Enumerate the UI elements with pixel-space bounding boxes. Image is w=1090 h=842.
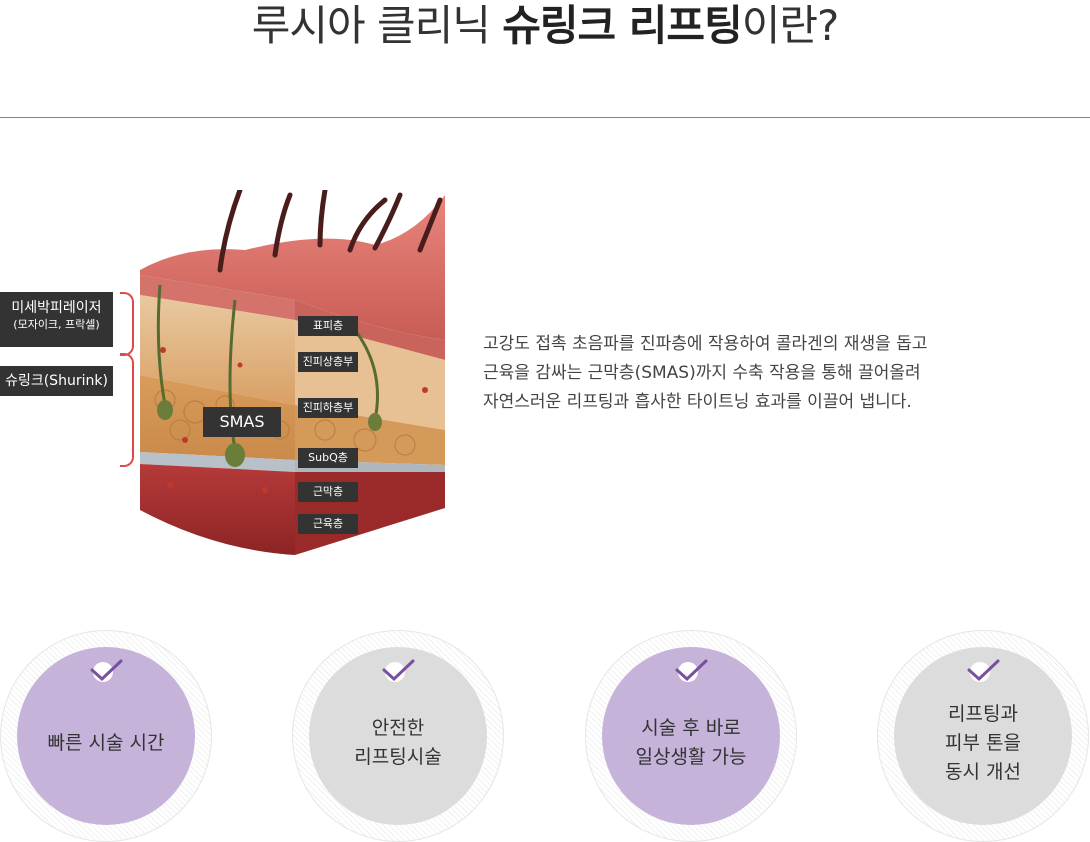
page-title: 루시아 클리닉 슈링크 리프팅이란? bbox=[0, 0, 1090, 52]
title-bold: 슈링크 리프팅 bbox=[502, 1, 742, 50]
layer-tag-text: 진피하층부 bbox=[302, 401, 354, 414]
description: 고강도 접촉 초음파를 진파층에 작용하여 콜라겐의 재생을 돕고 근육을 감싸… bbox=[483, 330, 1043, 417]
check-icon bbox=[967, 659, 1000, 682]
shurink-label: 슈링크(Shurink) bbox=[0, 366, 113, 396]
check-icon bbox=[675, 659, 708, 682]
layer-tag-text: SubQ층 bbox=[308, 451, 348, 464]
layer-tag-subq: SubQ층 bbox=[298, 448, 358, 468]
check-icon bbox=[382, 659, 415, 682]
feature-line: 시술 후 바로 bbox=[641, 717, 741, 739]
feature-line: 동시 개선 bbox=[945, 760, 1021, 783]
feature-circle-fast: 빠른 시술 시간 bbox=[0, 630, 212, 842]
layer-tag-fascia: 근막층 bbox=[298, 482, 358, 502]
title-prefix: 루시아 클리닉 bbox=[251, 1, 503, 50]
smas-label: SMAS bbox=[203, 407, 281, 437]
feature-line: 빠른 시술 시간 bbox=[47, 731, 165, 754]
layer-tag-text: 진피상층부 bbox=[302, 355, 354, 368]
feature-text: 빠른 시술 시간 bbox=[17, 647, 195, 825]
layer-tag-muscle: 근육층 bbox=[298, 514, 358, 534]
description-line: 근육을 감싸는 근막층(SMAS)까지 수축 작용을 통해 끌어올려 bbox=[483, 363, 921, 383]
layer-tag-epidermis: 표피층 bbox=[298, 316, 358, 336]
check-icon bbox=[90, 659, 123, 682]
feature-line: 피부 톤을 bbox=[945, 731, 1021, 754]
layer-tag-text: 근막층 bbox=[312, 485, 344, 498]
layer-tag-text: 근육층 bbox=[312, 517, 344, 530]
description-line: 자연스러운 리프팅과 흡사한 타이트닝 효과를 이끌어 냅니다. bbox=[483, 392, 912, 412]
shurink-bracket bbox=[120, 353, 134, 467]
skin-cross-section-illustration bbox=[140, 190, 445, 555]
feature-line: 안전한 bbox=[371, 717, 425, 739]
layer-tag-upper-dermis: 진피상층부 bbox=[298, 352, 358, 372]
laser-label-sub: (모자이크, 프락셀) bbox=[13, 318, 100, 331]
divider bbox=[0, 117, 1090, 118]
laser-label: 미세박피레이저 (모자이크, 프락셀) bbox=[0, 292, 113, 347]
shurink-label-title: 슈링크(Shurink) bbox=[5, 373, 108, 389]
layer-tag-text: 표피층 bbox=[312, 319, 344, 332]
feature-line: 리프팅시술 bbox=[354, 746, 442, 768]
title-suffix: 이란? bbox=[741, 1, 840, 50]
description-line: 고강도 접촉 초음파를 진파층에 작용하여 콜라겐의 재생을 돕고 bbox=[483, 334, 928, 354]
laser-bracket bbox=[120, 292, 134, 356]
smas-label-text: SMAS bbox=[219, 412, 265, 431]
feature-line: 일상생활 가능 bbox=[635, 746, 747, 768]
layer-tag-lower-dermis: 진피하층부 bbox=[298, 398, 358, 418]
feature-line: 리프팅과 bbox=[948, 702, 1018, 725]
laser-label-title: 미세박피레이저 bbox=[11, 300, 102, 316]
